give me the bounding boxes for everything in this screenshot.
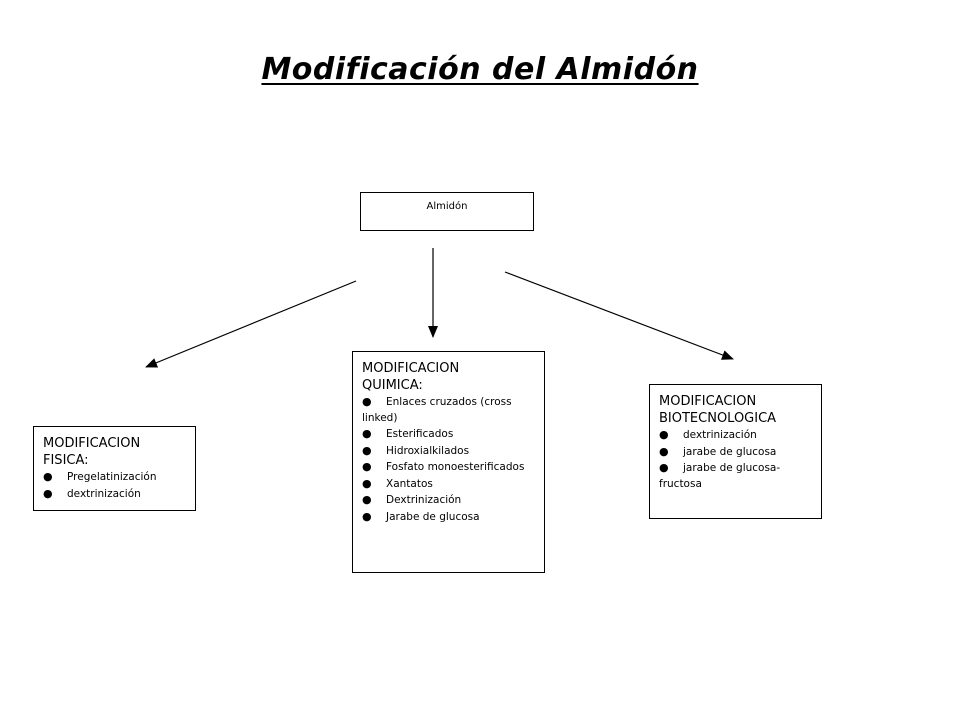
bullet-icon: ● (659, 461, 669, 474)
bullet-icon: ● (362, 460, 372, 473)
bullet-icon: ● (659, 444, 669, 458)
node-heading: MODIFICACION FISICA: (43, 436, 141, 468)
list-item: ● Pregelatinización (43, 469, 189, 486)
list-item-text: dextrinización (67, 487, 141, 500)
list-item: ● Fosfato monoesterificados (362, 459, 538, 476)
node-modificacion-fisica: MODIFICACION FISICA: ●Pregelatinización●… (33, 426, 196, 511)
list-item-text: Enlaces cruzados (cross linked) (362, 396, 512, 424)
arrow-to-fisica (145, 280, 357, 368)
list-item-text: Esterificados (386, 428, 454, 440)
bullet-icon: ● (362, 476, 372, 490)
root-node-label: Almidón (426, 201, 468, 212)
list-item: ● Xantatos (362, 476, 538, 493)
bullet-icon: ● (43, 486, 53, 500)
arrow-to-biotecnologica (504, 271, 734, 360)
diagram-title: Modificación del Almidón (261, 52, 699, 87)
node-item-list: ●Enlaces cruzados (cross linked)●Esterif… (362, 394, 538, 525)
list-item: ● Jarabe de glucosa (362, 509, 538, 526)
bullet-icon: ● (43, 470, 53, 483)
list-item: ● Hidroxialkilados (362, 443, 538, 460)
list-item: ●jarabe de glucosa-fructosa (659, 460, 815, 492)
node-heading: MODIFICACION QUIMICA: (362, 361, 460, 393)
root-node-almidon: Almidón (360, 192, 534, 231)
list-item-text: dextrinización (683, 429, 757, 441)
bullet-icon: ● (362, 509, 372, 523)
bullet-icon: ● (362, 493, 372, 506)
node-item-list: ● Pregelatinización ● dextrinización (43, 469, 189, 502)
list-item: ● Dextrinización (362, 492, 538, 509)
node-modificacion-biotecnologica: MODIFICACION BIOTECNOLOGICA ● dextrinizac… (649, 384, 822, 519)
bullet-icon: ● (659, 428, 669, 441)
list-item: ● dextrinización (659, 427, 815, 444)
list-item: ● dextrinización (43, 486, 189, 503)
node-item-list: ●dextrinización●jarabe de glucosa●jarabe… (659, 427, 815, 492)
list-item-text: Dextrinización (386, 494, 462, 506)
list-item: ●Enlaces cruzados (cross linked) (362, 394, 538, 426)
node-modificacion-quimica: MODIFICACION QUIMICA: ●Enlaces cruzados … (352, 351, 545, 573)
node-heading: MODIFICACION BIOTECNOLOGICA (659, 394, 777, 426)
list-item-text: Xantatos (386, 477, 433, 490)
list-item-text: Pregelatinización (67, 471, 157, 483)
list-item: ● Esterificados (362, 426, 538, 443)
list-item: ● jarabe de glucosa (659, 444, 815, 461)
bullet-icon: ● (362, 443, 372, 457)
list-item-text: Fosfato monoesterificados (386, 461, 525, 473)
list-item-text: jarabe de glucosa-fructosa (659, 462, 781, 490)
list-item-text: Hidroxialkilados (386, 444, 470, 457)
list-item-text: jarabe de glucosa (683, 445, 777, 458)
bullet-icon: ● (362, 427, 372, 440)
bullet-icon: ● (362, 395, 372, 408)
list-item-text: Jarabe de glucosa (386, 510, 480, 523)
